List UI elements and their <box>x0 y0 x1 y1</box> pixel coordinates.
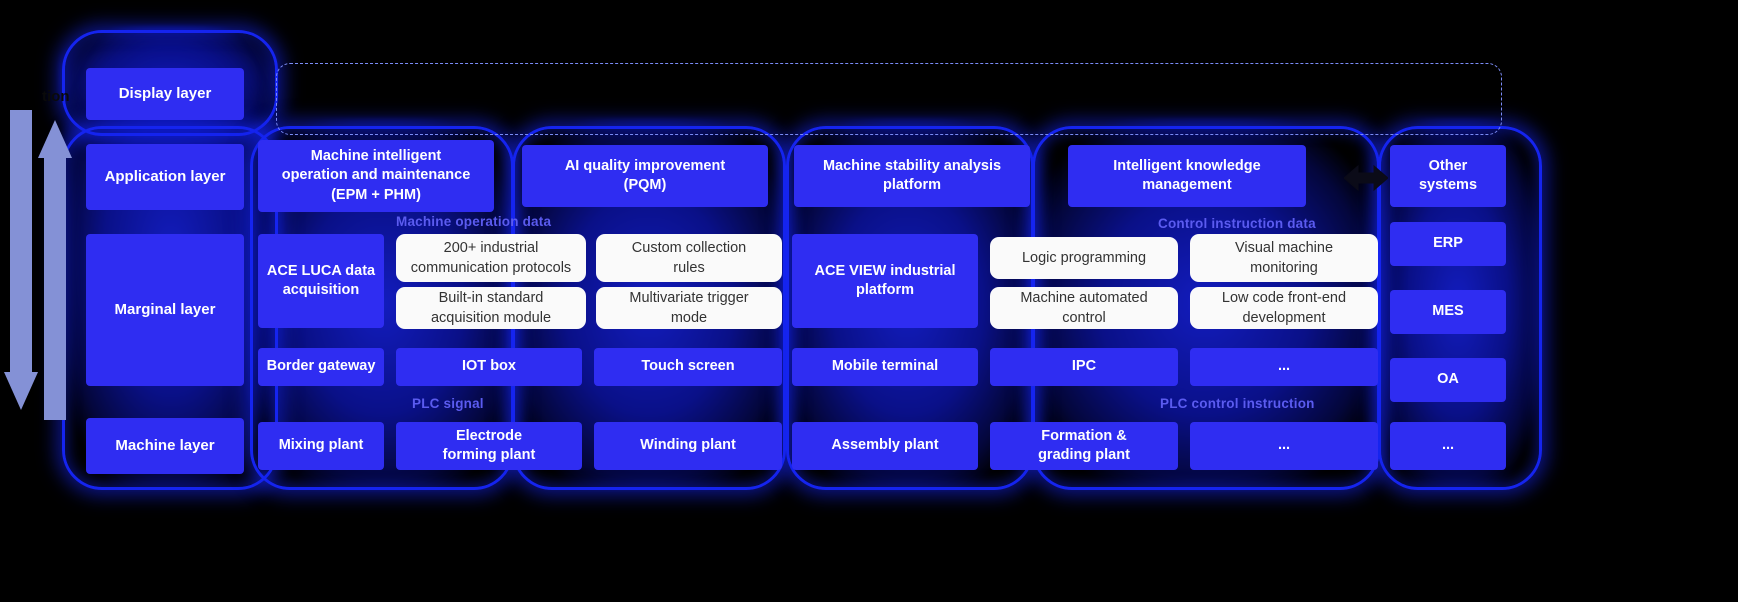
bidirectional-arrow <box>1343 162 1389 194</box>
glow-outline-rightcolumn <box>1378 126 1542 490</box>
device-card-more[interactable]: ... <box>1190 348 1378 386</box>
app-card-machine-intelligent-om[interactable]: Machine intelligent operation and mainte… <box>258 140 494 212</box>
display-scope-dashed-border <box>276 63 1502 135</box>
device-card-touch-screen[interactable]: Touch screen <box>594 348 782 386</box>
machine-card-mixing-plant[interactable]: Mixing plant <box>258 422 384 470</box>
right-card-more[interactable]: ... <box>1390 422 1506 470</box>
down-arrow <box>4 110 38 410</box>
machine-card-electrode-forming-plant[interactable]: Electrode forming plant <box>396 422 582 470</box>
side-label-fragment: tion <box>42 88 70 105</box>
machine-card-winding-plant[interactable]: Winding plant <box>594 422 782 470</box>
app-card-ai-quality-improvement[interactable]: AI quality improvement (PQM) <box>522 145 768 207</box>
flow-label-plc-signal: PLC signal <box>412 396 484 411</box>
flow-label-machine-operation-data: Machine operation data <box>396 214 552 229</box>
marginal-card-multivariate-trigger-mode[interactable]: Multivariate trigger mode <box>596 287 782 329</box>
flow-label-plc-control-instruction: PLC control instruction <box>1160 396 1315 411</box>
marginal-card-logic-programming[interactable]: Logic programming <box>990 237 1178 279</box>
up-arrow <box>38 120 72 420</box>
marginal-card-visual-machine-monitoring[interactable]: Visual machine monitoring <box>1190 234 1378 282</box>
device-card-iot-box[interactable]: IOT box <box>396 348 582 386</box>
layer-box-marginal[interactable]: Marginal layer <box>86 234 244 386</box>
left-arrow-group <box>4 110 72 420</box>
flow-label-control-instruction-data: Control instruction data <box>1158 216 1316 231</box>
layer-box-display[interactable]: Display layer <box>86 68 244 120</box>
device-card-ipc[interactable]: IPC <box>990 348 1178 386</box>
marginal-card-builtin-standard-module[interactable]: Built-in standard acquisition module <box>396 287 586 329</box>
device-card-border-gateway[interactable]: Border gateway <box>258 348 384 386</box>
marginal-platform-ace-view[interactable]: ACE VIEW industrial platform <box>792 234 978 328</box>
machine-card-formation-grading-plant[interactable]: Formation & grading plant <box>990 422 1178 470</box>
marginal-platform-ace-luca[interactable]: ACE LUCA data acquisition <box>258 234 384 328</box>
marginal-card-industrial-protocols[interactable]: 200+ industrial communication protocols <box>396 234 586 282</box>
right-card-oa[interactable]: OA <box>1390 358 1506 402</box>
machine-card-more[interactable]: ... <box>1190 422 1378 470</box>
device-card-mobile-terminal[interactable]: Mobile terminal <box>792 348 978 386</box>
machine-card-assembly-plant[interactable]: Assembly plant <box>792 422 978 470</box>
right-card-mes[interactable]: MES <box>1390 290 1506 334</box>
marginal-card-custom-collection-rules[interactable]: Custom collection rules <box>596 234 782 282</box>
app-card-intelligent-knowledge-management[interactable]: Intelligent knowledge management <box>1068 145 1306 207</box>
app-card-machine-stability-analysis[interactable]: Machine stability analysis platform <box>794 145 1030 207</box>
marginal-card-low-code-frontend-development[interactable]: Low code front-end development <box>1190 287 1378 329</box>
right-card-other-systems[interactable]: Other systems <box>1390 145 1506 207</box>
right-card-erp[interactable]: ERP <box>1390 222 1506 266</box>
layer-box-machine[interactable]: Machine layer <box>86 418 244 474</box>
layer-box-application[interactable]: Application layer <box>86 144 244 210</box>
marginal-card-machine-automated-control[interactable]: Machine automated control <box>990 287 1178 329</box>
